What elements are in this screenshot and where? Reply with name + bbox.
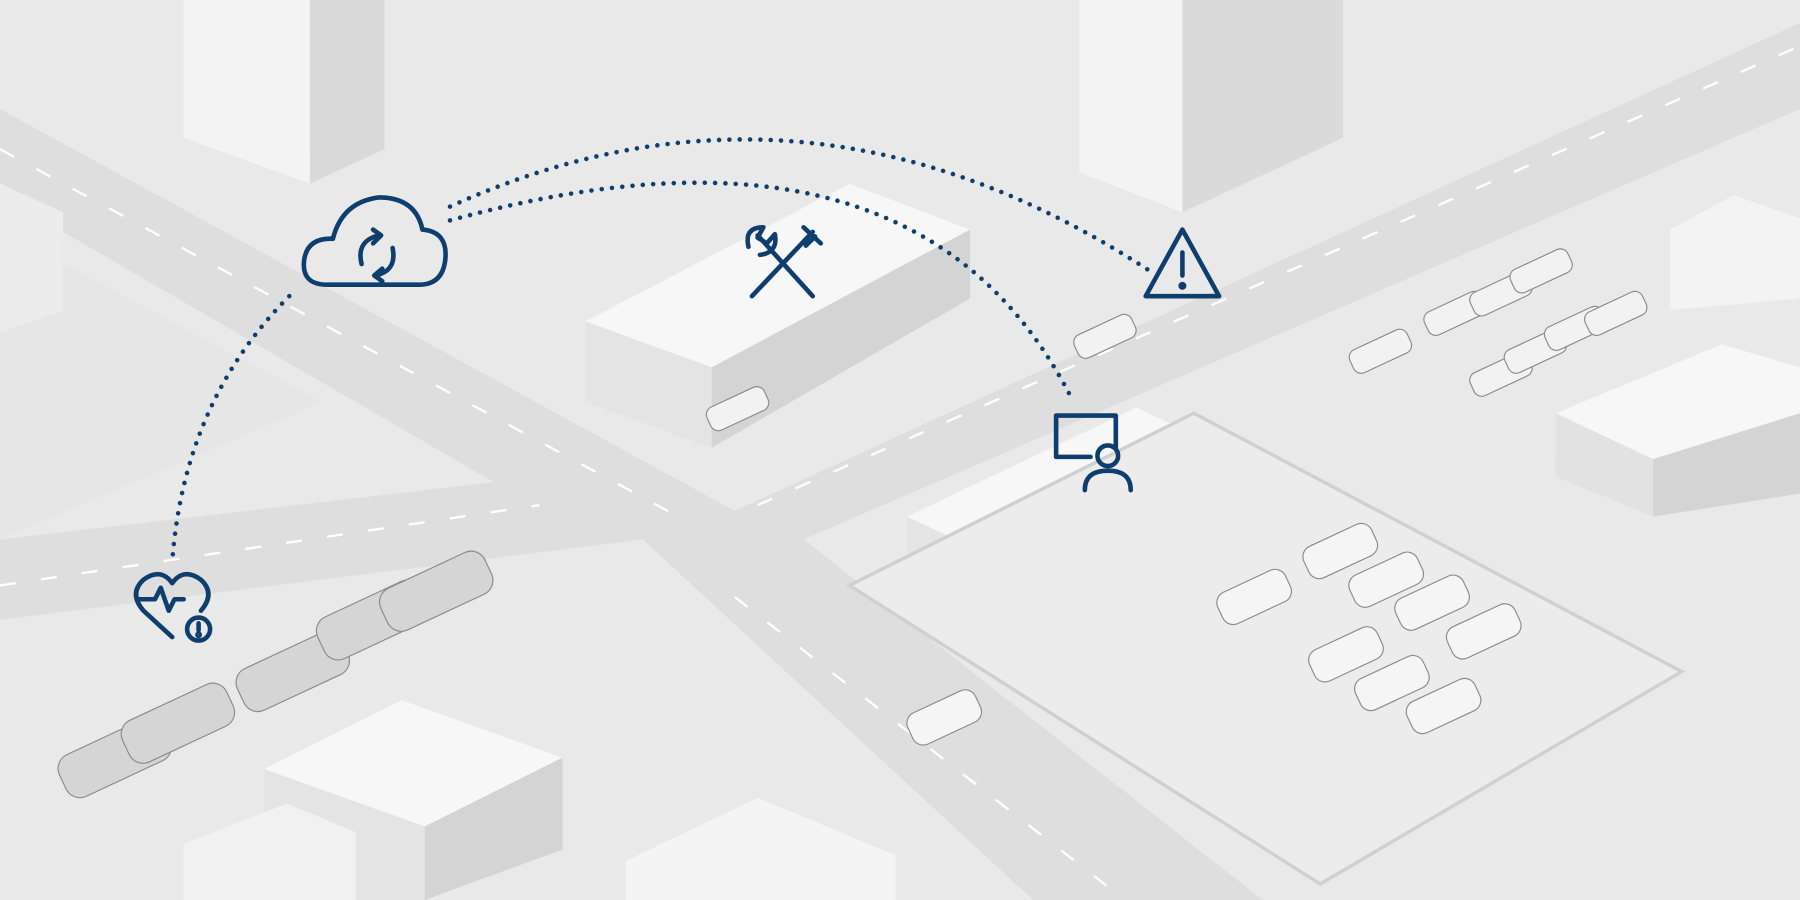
- van: [1405, 677, 1482, 735]
- tools-icon: [745, 225, 824, 299]
- car: [1583, 290, 1648, 336]
- connection-lines: [169, 137, 1151, 565]
- car: [1509, 248, 1573, 294]
- van: [1354, 654, 1430, 712]
- link-cloud-operator: [447, 180, 1076, 405]
- roads: [0, 22, 1800, 900]
- truck: [378, 550, 494, 632]
- remote-operator-icon: [1053, 413, 1134, 493]
- building-bottom: [183, 700, 896, 900]
- warning-icon: [1143, 227, 1222, 299]
- building-right: [1555, 195, 1800, 517]
- tower-right: [1079, 0, 1344, 213]
- car: [1073, 313, 1137, 359]
- cloud-sync-icon: [301, 195, 448, 287]
- van: [1308, 626, 1384, 683]
- link-cloud-health: [169, 293, 292, 565]
- vehicles: [57, 248, 1648, 799]
- lane-markings: [0, 44, 1800, 900]
- car: [1348, 328, 1413, 374]
- service-garage: [585, 183, 971, 448]
- van: [1394, 574, 1470, 631]
- van: [1302, 522, 1379, 580]
- building-left: [0, 183, 64, 333]
- link-cloud-warning: [447, 137, 1151, 273]
- truck: [120, 682, 236, 764]
- car: [705, 386, 770, 432]
- van-lot: [845, 411, 1686, 886]
- van: [1216, 568, 1293, 626]
- tower-left: [183, 0, 385, 184]
- health-alert-icon: [133, 571, 213, 643]
- van: [1445, 603, 1522, 660]
- van: [1348, 551, 1425, 608]
- van: [906, 689, 983, 746]
